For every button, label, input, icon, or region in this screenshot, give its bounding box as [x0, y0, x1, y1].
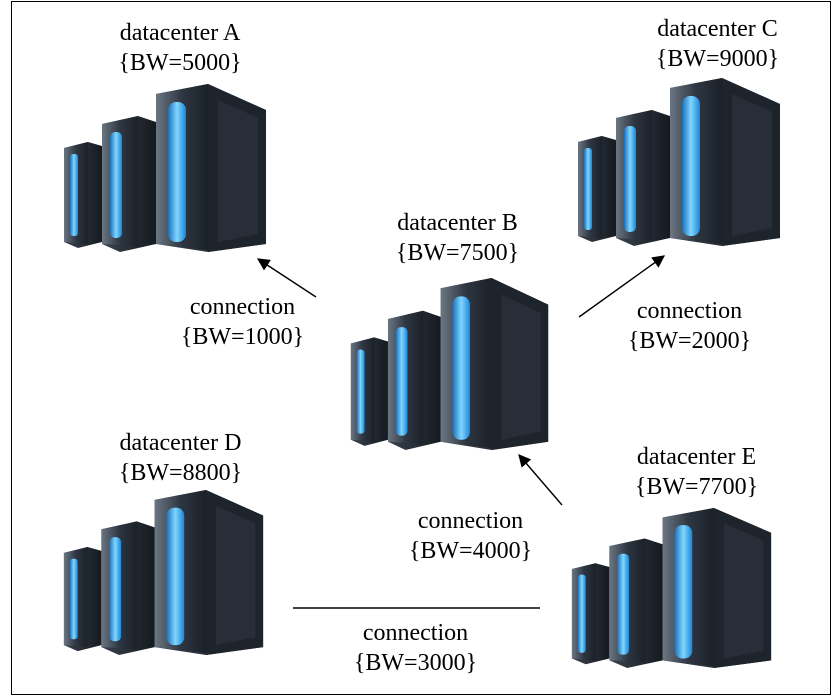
server-rack-icon: [64, 84, 266, 252]
datacenter-a-name: datacenter A: [119, 20, 241, 46]
datacenter-a-bw: {BW=5000}: [118, 50, 242, 76]
connection-de-name: connection: [362, 620, 469, 646]
datacenter-c-label: datacenter C {BW=9000}: [635, 14, 800, 74]
connection-eb-name: connection: [417, 508, 524, 534]
connection-ab-bw: {BW=1000}: [180, 324, 305, 350]
datacenter-a-label: datacenter A {BW=5000}: [100, 18, 260, 78]
connection-bc-label: connection {BW=2000}: [607, 296, 772, 356]
connection-bc-bw: {BW=2000}: [627, 328, 752, 354]
connection-de-label: connection {BW=3000}: [333, 618, 498, 678]
connection-eb-bw: {BW=4000}: [408, 538, 533, 564]
datacenter-b-name: datacenter B: [397, 210, 518, 236]
connection-arrow-b-to-a: [256, 258, 317, 298]
datacenter-b-bw: {BW=7500}: [395, 240, 520, 266]
connection-arrow-b-to-c: [578, 255, 666, 318]
server-rack-icon: [350, 278, 549, 450]
datacenter-c-name: datacenter C: [657, 16, 778, 42]
datacenter-b-label: datacenter B {BW=7500}: [375, 208, 540, 268]
server-rack-icon: [571, 508, 772, 668]
connection-ab-name: connection: [189, 294, 296, 320]
connection-de-bw: {BW=3000}: [353, 650, 478, 676]
datacenter-e-label: datacenter E {BW=7700}: [614, 442, 779, 502]
datacenter-e-bw: {BW=7700}: [634, 474, 759, 500]
datacenter-e-name: datacenter E: [636, 444, 757, 470]
datacenter-c-bw: {BW=9000}: [655, 46, 780, 72]
datacenter-d-name: datacenter D: [119, 430, 242, 456]
connection-ab-label: connection {BW=1000}: [160, 292, 325, 352]
connection-arrow-e-to-b: [518, 454, 563, 506]
datacenter-d-bw: {BW=8800}: [118, 460, 243, 486]
server-rack-icon: [578, 78, 780, 246]
connection-bc-name: connection: [636, 298, 743, 324]
connection-eb-label: connection {BW=4000}: [388, 506, 553, 566]
server-rack-icon: [63, 490, 264, 655]
datacenter-d-label: datacenter D {BW=8800}: [98, 428, 263, 488]
